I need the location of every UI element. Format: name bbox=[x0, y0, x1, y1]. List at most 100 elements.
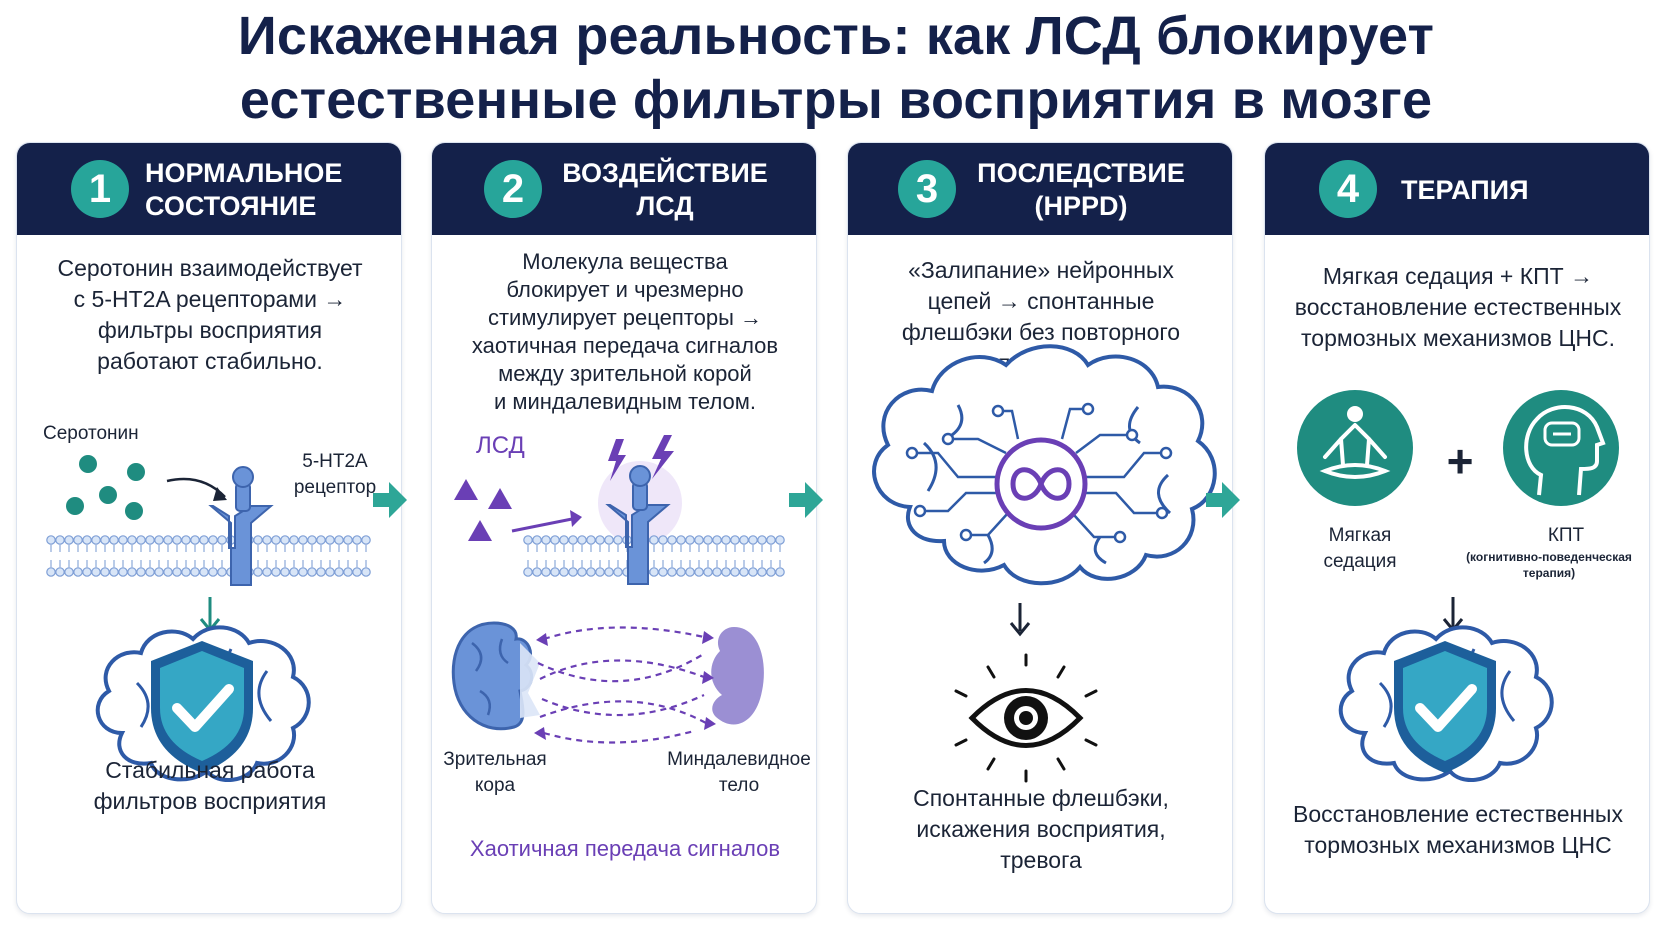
membrane-lipid-head bbox=[343, 567, 353, 577]
membrane-lipid-head bbox=[55, 535, 65, 545]
panel-title: ПОСЛЕДСТВИЕ (HPPD) bbox=[977, 158, 1185, 221]
membrane-lipid-head bbox=[46, 535, 56, 545]
next-step-arrow-icon bbox=[373, 482, 407, 518]
panel-therapy: 4 ТЕРАПИЯ Мягкая седация + КПТ → восстан… bbox=[1264, 142, 1650, 914]
membrane-lipid-head bbox=[568, 567, 578, 577]
membrane-lipid-head bbox=[253, 535, 263, 545]
membrane-lipid-head bbox=[145, 535, 155, 545]
membrane-lipid-head bbox=[676, 567, 686, 577]
membrane-lipid-head bbox=[145, 567, 155, 577]
membrane-lipid-head bbox=[352, 535, 362, 545]
membrane-lipid-head bbox=[307, 567, 317, 577]
serotonin-dots-icon bbox=[66, 455, 145, 520]
visual-cortex-label: Зрительная кора bbox=[443, 749, 547, 796]
membrane-lipid-head bbox=[163, 567, 173, 577]
panel-header: 3 ПОСЛЕДСТВИЕ (HPPD) bbox=[848, 143, 1232, 235]
lsd-label: ЛСД bbox=[476, 432, 525, 459]
panel-header: 1 НОРМАЛЬНОЕ СОСТОЯНИЕ bbox=[17, 143, 401, 235]
membrane-lipid-head bbox=[568, 535, 578, 545]
panel-description: Мягкая седация + КПТ → восстановление ес… bbox=[1294, 263, 1622, 351]
membrane-lipid-head bbox=[190, 567, 200, 577]
membrane-lipid-head bbox=[217, 567, 227, 577]
membrane-lipid-head bbox=[136, 567, 146, 577]
membrane-lipid-head bbox=[586, 535, 596, 545]
membrane-lipid-head bbox=[532, 535, 542, 545]
membrane-lipid-head bbox=[64, 567, 74, 577]
membrane-lipid-head bbox=[289, 535, 299, 545]
membrane-lipid-head bbox=[289, 567, 299, 577]
membrane-lipid-head bbox=[559, 567, 569, 577]
serotonin-label: Серотонин bbox=[43, 423, 139, 444]
membrane-lipid-head bbox=[550, 535, 560, 545]
membrane-icon bbox=[523, 535, 785, 577]
membrane-lipid-head bbox=[649, 535, 659, 545]
membrane-lipid-head bbox=[271, 567, 281, 577]
membrane-lipid-head bbox=[658, 567, 668, 577]
panel-caption: Спонтанные флешбэки, искажения восприяти… bbox=[913, 785, 1169, 873]
receptor-icon bbox=[605, 465, 671, 585]
brain-shield-icon bbox=[1338, 625, 1554, 783]
membrane-lipid-head bbox=[118, 567, 128, 577]
next-step-arrow-icon bbox=[789, 482, 823, 518]
panel-normal-state: 1 НОРМАЛЬНОЕ СОСТОЯНИЕ Серотонин взаимод… bbox=[16, 142, 402, 914]
membrane-lipid-head bbox=[523, 535, 533, 545]
membrane-lipid-head bbox=[64, 535, 74, 545]
membrane-lipid-head bbox=[100, 535, 110, 545]
membrane-lipid-head bbox=[595, 535, 605, 545]
membrane-lipid-head bbox=[127, 535, 137, 545]
membrane-lipid-head bbox=[271, 535, 281, 545]
membrane-lipid-head bbox=[136, 535, 146, 545]
membrane-lipid-head bbox=[766, 567, 776, 577]
membrane-lipid-head bbox=[721, 535, 731, 545]
plus-sign: + bbox=[1446, 435, 1474, 487]
membrane-lipid-head bbox=[91, 535, 101, 545]
chaotic-signals-icon bbox=[537, 626, 707, 744]
membrane-lipid-head bbox=[325, 535, 335, 545]
panel-title: ВОЗДЕЙСТВИЕ ЛСД bbox=[562, 158, 768, 221]
membrane-lipid-head bbox=[703, 567, 713, 577]
panel-caption: Стабильная работа фильтров восприятия bbox=[93, 757, 327, 814]
membrane-lipid-head bbox=[55, 567, 65, 577]
panel-header: 2 ВОЗДЕЙСТВИЕ ЛСД bbox=[432, 143, 816, 235]
down-arrow-icon bbox=[1009, 603, 1031, 637]
membrane-lipid-head bbox=[559, 535, 569, 545]
membrane-lipid-head bbox=[739, 535, 749, 545]
membrane-lipid-head bbox=[766, 535, 776, 545]
membrane-lipid-head bbox=[712, 567, 722, 577]
membrane-lipid-head bbox=[154, 567, 164, 577]
membrane-lipid-head bbox=[280, 535, 290, 545]
amygdala-label: Миндалевидное тело bbox=[667, 749, 811, 796]
step-number-badge: 2 bbox=[484, 160, 542, 218]
brain-loop-icon bbox=[872, 344, 1217, 586]
panel-description: Молекула вещества блокирует и чрезмерно … bbox=[471, 249, 779, 414]
membrane-lipid-head bbox=[361, 535, 371, 545]
cbt-label: КПТ bbox=[1547, 525, 1585, 546]
membrane-lipid-head bbox=[577, 535, 587, 545]
membrane-lipid-head bbox=[298, 535, 308, 545]
panel-title: НОРМАЛЬНОЕ СОСТОЯНИЕ bbox=[145, 158, 343, 221]
panel-caption: Хаотичная передача сигналов bbox=[469, 836, 781, 861]
membrane-lipid-head bbox=[532, 567, 542, 577]
step-number-badge: 1 bbox=[71, 160, 129, 218]
membrane-lipid-head bbox=[181, 567, 191, 577]
membrane-lipid-head bbox=[775, 567, 785, 577]
membrane-lipid-head bbox=[595, 567, 605, 577]
panel-caption: Восстановление естественных тормозных ме… bbox=[1293, 801, 1623, 858]
panel-4-illustration bbox=[1297, 390, 1619, 783]
membrane-lipid-head bbox=[199, 567, 209, 577]
membrane-lipid-head bbox=[577, 567, 587, 577]
step-number-badge: 3 bbox=[898, 160, 956, 218]
brain-shield-icon bbox=[95, 625, 311, 783]
membrane-lipid-head bbox=[667, 567, 677, 577]
membrane-lipid-head bbox=[613, 567, 623, 577]
head-dialog-icon bbox=[1503, 390, 1619, 506]
membrane-lipid-head bbox=[541, 535, 551, 545]
membrane-lipid-head bbox=[280, 567, 290, 577]
membrane-lipid-head bbox=[109, 567, 119, 577]
membrane-lipid-head bbox=[739, 567, 749, 577]
membrane-lipid-head bbox=[118, 535, 128, 545]
panel-3-illustration bbox=[872, 344, 1217, 783]
membrane-lipid-head bbox=[352, 567, 362, 577]
membrane-lipid-head bbox=[127, 567, 137, 577]
panel-description: Серотонин взаимодействует с 5-HT2A рецеп… bbox=[57, 255, 363, 374]
